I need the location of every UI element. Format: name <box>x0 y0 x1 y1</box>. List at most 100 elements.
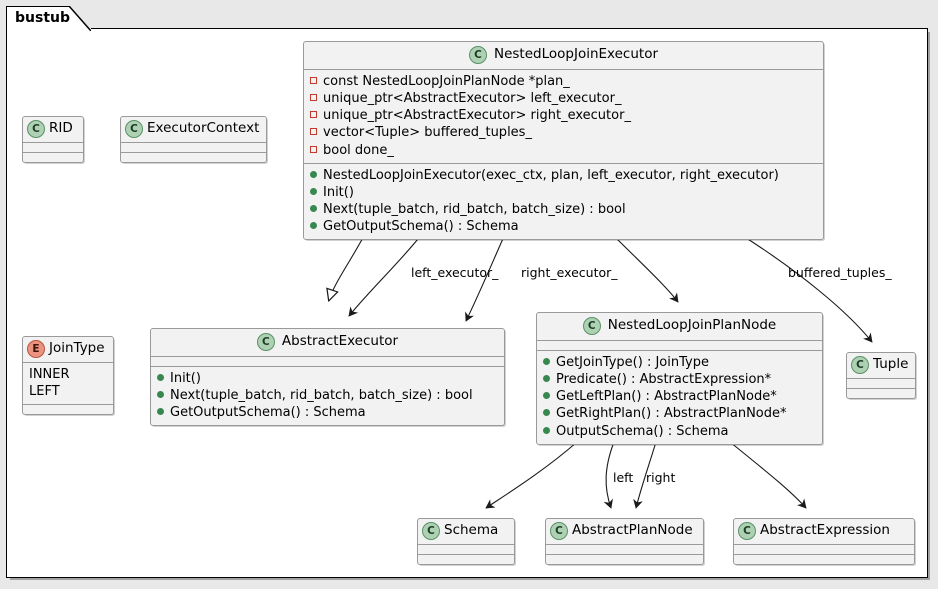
enum-value-label: LEFT <box>29 384 60 400</box>
public-marker-icon <box>157 408 164 416</box>
public-marker-icon <box>310 187 317 195</box>
method-row: Init() <box>157 370 498 387</box>
class-box-abstract-executor[interactable]: C AbstractExecutor Init() Next(tuple_bat… <box>150 328 505 427</box>
package-tab: bustub <box>6 6 92 31</box>
package-tab-corner <box>69 6 92 31</box>
class-title: C AbstractExecutor <box>151 329 504 357</box>
package-name: bustub <box>15 10 71 26</box>
class-box-schema[interactable]: C Schema <box>417 518 515 565</box>
enum-value-row: INNER <box>29 366 107 383</box>
public-marker-icon <box>543 426 550 434</box>
class-name: AbstractExpression <box>760 522 890 539</box>
private-marker-icon <box>310 145 317 153</box>
public-marker-icon <box>310 222 317 230</box>
methods-compartment <box>121 153 266 162</box>
private-marker-icon <box>310 128 317 136</box>
class-icon: C <box>468 46 487 64</box>
class-box-nested-loop-join-executor[interactable]: C NestedLoopJoinExecutor const NestedLoo… <box>303 41 824 241</box>
class-name: Schema <box>444 522 499 539</box>
class-box-rid[interactable]: C RID <box>22 116 84 163</box>
field-label: const NestedLoopJoinPlanNode *plan_ <box>323 74 570 89</box>
private-marker-icon <box>310 111 317 119</box>
method-label: GetJoinType() : JoinType <box>556 355 709 370</box>
class-title: C ExecutorContext <box>121 117 266 143</box>
method-row: GetOutputSchema() : Schema <box>157 404 498 421</box>
class-name: NestedLoopJoinPlanNode <box>607 317 777 334</box>
fields-compartment <box>151 357 504 367</box>
class-title: C NestedLoopJoinPlanNode <box>537 313 822 341</box>
class-name: NestedLoopJoinExecutor <box>493 46 659 63</box>
fields-compartment <box>537 341 822 351</box>
methods-compartment: GetJoinType() : JoinType Predicate() : A… <box>537 351 822 444</box>
class-name: RID <box>49 120 73 137</box>
method-row: Next(tuple_batch, rid_batch, batch_size)… <box>310 201 817 218</box>
methods-compartment <box>418 555 514 564</box>
field-row: vector<Tuple> buffered_tuples_ <box>310 124 817 141</box>
method-label: GetOutputSchema() : Schema <box>170 405 366 421</box>
public-marker-icon <box>310 170 317 178</box>
method-label: Init() <box>170 371 201 386</box>
public-marker-icon <box>543 375 550 383</box>
public-marker-icon <box>543 392 550 400</box>
class-name: AbstractExecutor <box>281 333 399 350</box>
field-row: const NestedLoopJoinPlanNode *plan_ <box>310 73 817 90</box>
enum-title: E JoinType <box>23 337 113 363</box>
enum-value-label: INNER <box>29 367 70 382</box>
methods-compartment <box>23 153 83 162</box>
method-row: Next(tuple_batch, rid_batch, batch_size)… <box>157 387 498 404</box>
class-box-nested-loop-join-plan-node[interactable]: C NestedLoopJoinPlanNode GetJoinType() :… <box>536 312 823 445</box>
fields-compartment <box>734 545 914 555</box>
method-label: Next(tuple_batch, rid_batch, batch_size)… <box>323 202 626 218</box>
private-marker-icon <box>310 94 317 102</box>
class-title: C NestedLoopJoinExecutor <box>304 42 823 70</box>
method-label: GetRightPlan() : AbstractPlanNode* <box>556 406 787 422</box>
class-title: C Schema <box>418 519 514 545</box>
field-label: bool done_ <box>323 142 394 158</box>
class-icon: C <box>422 522 440 540</box>
enum-values-compartment: INNER LEFT <box>23 363 113 406</box>
method-label: GetLeftPlan() : AbstractPlanNode* <box>556 389 777 405</box>
class-name: AbstractPlanNode <box>572 522 693 539</box>
class-title: C AbstractExpression <box>734 519 914 545</box>
method-row: GetRightPlan() : AbstractPlanNode* <box>543 405 816 422</box>
class-icon: C <box>550 522 568 540</box>
field-label: unique_ptr<AbstractExecutor> right_execu… <box>323 108 631 124</box>
method-row: Init() <box>310 184 817 201</box>
private-marker-icon <box>310 77 317 84</box>
class-box-abstract-expression[interactable]: C AbstractExpression <box>733 518 915 565</box>
methods-compartment: NestedLoopJoinExecutor(exec_ctx, plan, l… <box>304 164 823 240</box>
method-row: GetLeftPlan() : AbstractPlanNode* <box>543 388 816 405</box>
field-row: bool done_ <box>310 142 817 159</box>
class-name: ExecutorContext <box>147 120 260 137</box>
methods-compartment <box>23 405 113 414</box>
enum-name: JoinType <box>49 340 105 357</box>
public-marker-icon <box>157 391 164 399</box>
public-marker-icon <box>310 205 317 213</box>
enum-value-row: LEFT <box>29 383 107 400</box>
field-label: vector<Tuple> buffered_tuples_ <box>323 125 532 141</box>
method-row: NestedLoopJoinExecutor(exec_ctx, plan, l… <box>310 167 817 184</box>
class-icon: C <box>851 356 869 374</box>
method-label: NestedLoopJoinExecutor(exec_ctx, plan, l… <box>323 167 779 183</box>
enum-box-join-type[interactable]: E JoinType INNER LEFT <box>22 336 114 416</box>
public-marker-icon <box>543 409 550 417</box>
public-marker-icon <box>543 358 550 365</box>
fields-compartment <box>546 545 703 555</box>
class-box-abstract-plan-node[interactable]: C AbstractPlanNode <box>545 518 704 565</box>
class-name: Tuple <box>873 356 909 373</box>
method-row: Predicate() : AbstractExpression* <box>543 371 816 388</box>
class-icon: C <box>738 522 756 540</box>
class-title: C AbstractPlanNode <box>546 519 703 545</box>
class-box-executor-context[interactable]: C ExecutorContext <box>120 116 267 163</box>
field-row: unique_ptr<AbstractExecutor> right_execu… <box>310 107 817 124</box>
method-label: Init() <box>323 184 354 200</box>
method-label: GetOutputSchema() : Schema <box>323 219 519 235</box>
public-marker-icon <box>157 374 164 381</box>
fields-compartment <box>847 379 915 389</box>
fields-compartment <box>121 143 266 153</box>
methods-compartment <box>734 555 914 564</box>
class-box-tuple[interactable]: C Tuple <box>846 352 916 399</box>
class-title: C RID <box>23 117 83 143</box>
fields-compartment <box>23 143 83 153</box>
